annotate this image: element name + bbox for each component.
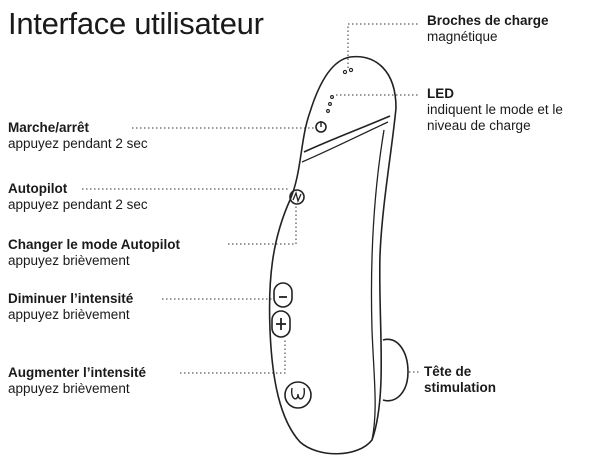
label-decrease-sub: appuyez brièvement bbox=[8, 307, 130, 322]
minus-button-icon bbox=[273, 282, 293, 308]
plus-button-icon bbox=[271, 310, 291, 338]
device-cap-band-bottom bbox=[301, 121, 389, 163]
label-autopilot: Autopilot appuyez pendant 2 sec bbox=[8, 181, 148, 213]
charging-pin bbox=[348, 67, 354, 73]
label-power-heading: Marche/arrêt bbox=[8, 120, 90, 135]
label-led-heading: LED bbox=[427, 86, 454, 101]
label-stimulation-head: Tête de stimulation bbox=[424, 364, 496, 396]
label-autopilot-mode: Changer le mode Autopilot appuyez briève… bbox=[8, 237, 180, 269]
leader-charging-pins bbox=[347, 23, 418, 68]
led-indicator bbox=[328, 102, 332, 106]
charging-pin bbox=[342, 69, 348, 75]
device-back-edge bbox=[370, 129, 385, 441]
led-indicator bbox=[330, 95, 334, 99]
label-increase-heading: Augmenter l’intensité bbox=[8, 365, 147, 380]
label-increase-sub: appuyez brièvement bbox=[8, 381, 130, 396]
label-charging-pins-sub: magnétique bbox=[427, 29, 498, 44]
label-increase: Augmenter l’intensité appuyez brièvement bbox=[8, 365, 146, 397]
label-led: LED indiquent le mode et le niveau de ch… bbox=[427, 86, 563, 134]
led-indicator bbox=[326, 109, 330, 113]
label-power-sub: appuyez pendant 2 sec bbox=[8, 136, 148, 151]
label-led-sub-1: indiquent le mode et le bbox=[427, 102, 563, 117]
page-title: Interface utilisateur bbox=[8, 6, 264, 41]
label-decrease-heading: Diminuer l’intensité bbox=[8, 291, 134, 306]
device-cap-band-top bbox=[303, 115, 391, 153]
leader-lines bbox=[82, 23, 420, 374]
label-decrease: Diminuer l’intensité appuyez brièvement bbox=[8, 291, 133, 323]
label-power: Marche/arrêt appuyez pendant 2 sec bbox=[8, 120, 148, 152]
label-autopilot-mode-sub: appuyez brièvement bbox=[8, 253, 130, 268]
label-charging-pins-heading: Broches de charge bbox=[427, 13, 549, 28]
label-stimulation-head-heading-2: stimulation bbox=[424, 380, 497, 395]
label-autopilot-heading: Autopilot bbox=[8, 181, 68, 196]
label-autopilot-sub: appuyez pendant 2 sec bbox=[8, 197, 148, 212]
device-illustration bbox=[268, 55, 409, 455]
label-stimulation-head-heading-1: Tête de bbox=[424, 364, 472, 379]
label-led-sub-2: niveau de charge bbox=[427, 118, 531, 133]
stimulation-head bbox=[382, 338, 409, 402]
label-charging-pins: Broches de charge magnétique bbox=[427, 13, 549, 45]
brand-logo-icon bbox=[284, 381, 312, 409]
device-body-outline bbox=[268, 55, 397, 455]
label-autopilot-mode-heading: Changer le mode Autopilot bbox=[8, 237, 180, 252]
leader-increase bbox=[180, 338, 286, 374]
leader-autopilot-mode bbox=[228, 205, 297, 245]
autopilot-button-icon bbox=[289, 189, 305, 205]
